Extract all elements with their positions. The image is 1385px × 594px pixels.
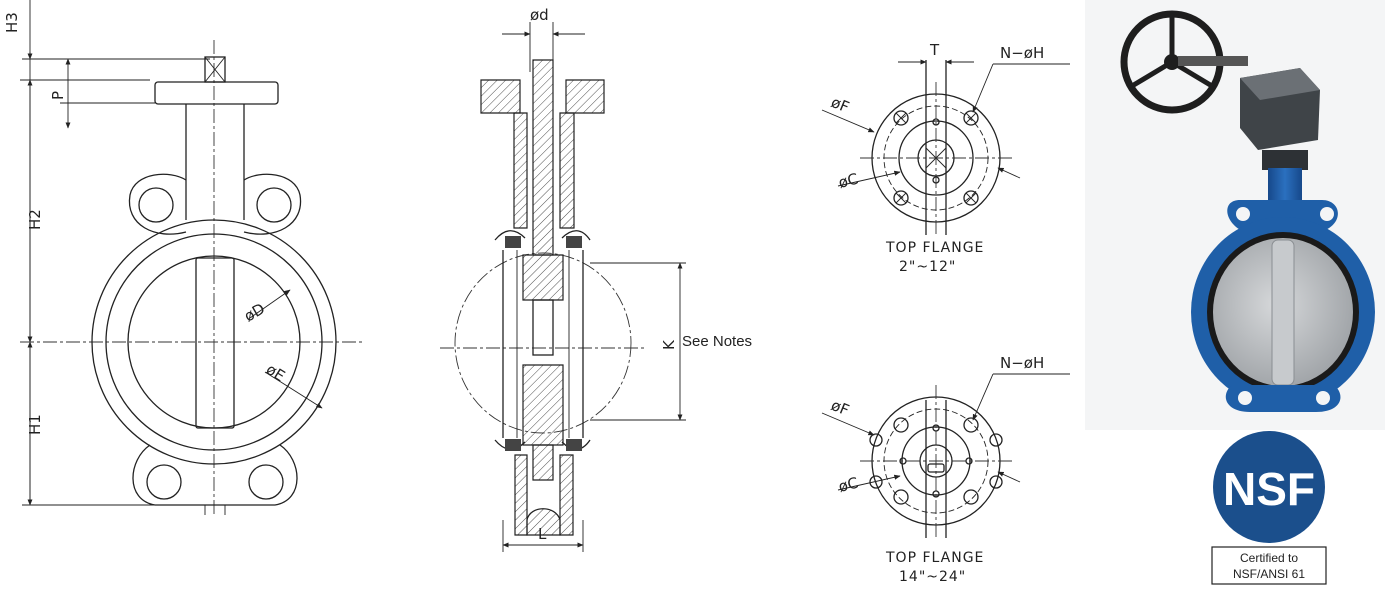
dim-holes: N−øH [1000, 44, 1044, 62]
dim-stem-diameter: ød [530, 6, 549, 24]
top-flange-large: N−øH øF øC TOP FLANGE 14"~24" [821, 354, 1070, 585]
handwheel-icon [1120, 10, 1248, 114]
dim-f-diameter-large: øF [829, 396, 852, 419]
dim-t: T [929, 41, 940, 59]
dim-h1: H1 [26, 414, 44, 435]
dim-f-diameter: øF [829, 93, 852, 116]
valve-body-icon [1191, 200, 1375, 412]
dim-h2: H2 [26, 209, 44, 230]
nsf-logo-text: NSF [1223, 463, 1315, 515]
flange-small-caption-2: 2"~12" [899, 259, 956, 275]
flange-small-caption-1: TOP FLANGE [885, 240, 984, 256]
front-view: H3 P H2 H1 øD øE [3, 0, 365, 515]
gearbox-icon [1240, 68, 1320, 170]
dim-e-diameter: øE [263, 360, 288, 385]
flange-large-caption-2: 14"~24" [899, 569, 966, 585]
nsf-logo-icon [1213, 431, 1325, 543]
product-photo [1085, 0, 1385, 430]
top-flange-small: T N−øH øF øC TOP FLANGE 2"~12" [821, 41, 1070, 275]
dim-p: P [49, 91, 67, 100]
flange-large-caption-1: TOP FLANGE [885, 550, 984, 566]
certified-line-1: Certified to [1240, 551, 1298, 565]
nsf-certification-badge: NSF Certified to NSF/ANSI 61 [1211, 431, 1327, 585]
see-notes-label: See Notes [682, 333, 752, 350]
dim-h3: H3 [3, 12, 21, 33]
dim-d-diameter: øD [241, 300, 268, 326]
dim-l-length: L [538, 525, 547, 543]
dim-holes-large: N−øH [1000, 354, 1044, 372]
dim-k: K [660, 339, 678, 350]
dim-c-diameter-large: øC [837, 474, 860, 496]
certified-line-2: NSF/ANSI 61 [1233, 567, 1305, 581]
dim-c-diameter: øC [837, 170, 860, 192]
side-section-view: ød L [440, 6, 752, 552]
